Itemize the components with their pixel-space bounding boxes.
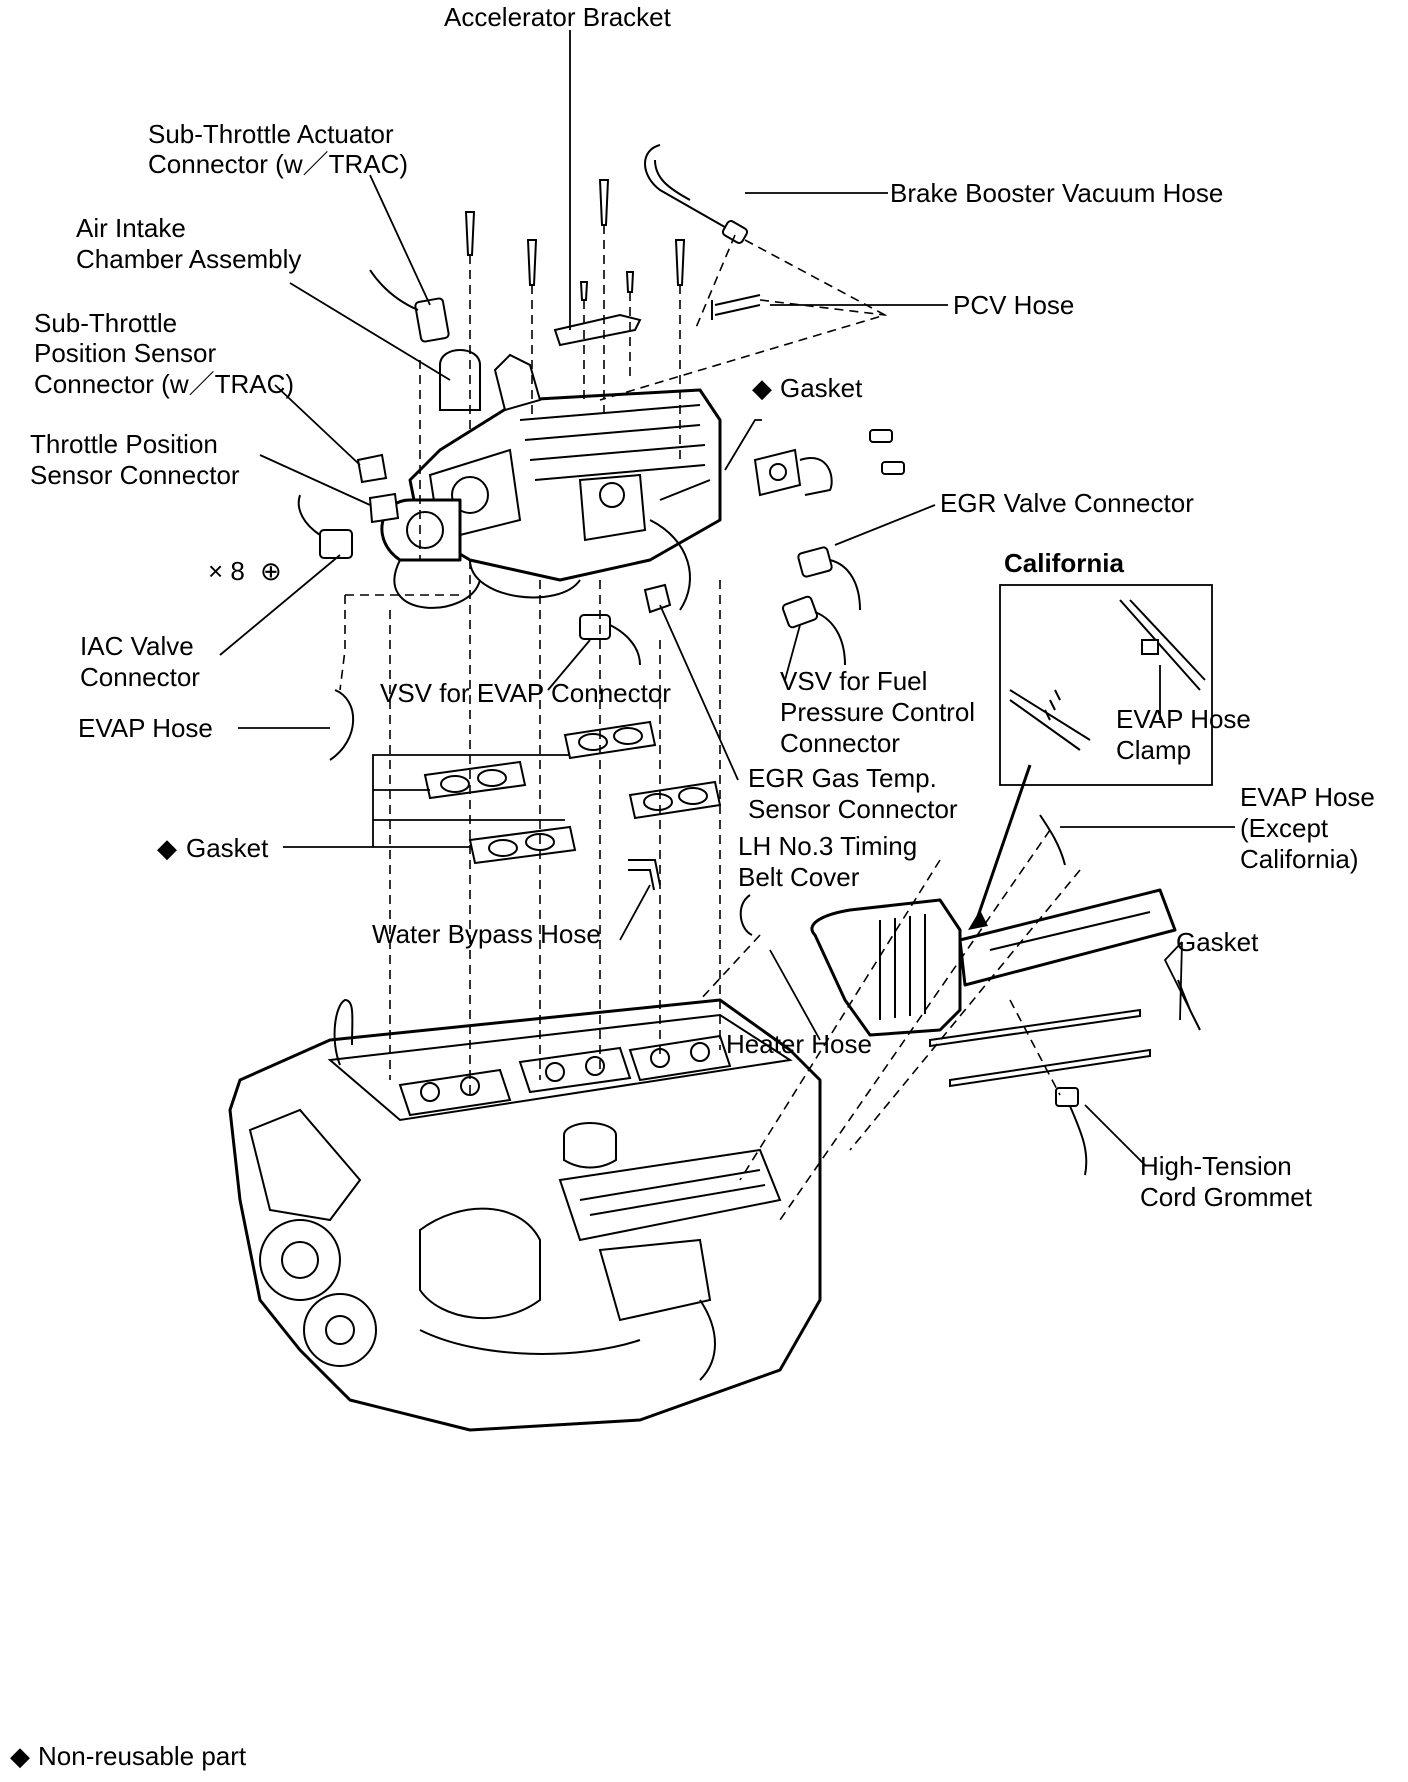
evap-hose-except-part bbox=[1039, 814, 1066, 866]
label-egr-valve-connector: EGR Valve Connector bbox=[940, 488, 1194, 518]
label-evap-hose-clamp-line1: EVAP Hose bbox=[1116, 704, 1251, 734]
heater-hose-part bbox=[739, 894, 753, 936]
california-arrow bbox=[968, 764, 1032, 930]
sub-throttle-position-connector-part bbox=[356, 453, 388, 484]
label-throttle-position-line2: Sensor Connector bbox=[30, 460, 240, 490]
label-lh-timing-line2: Belt Cover bbox=[738, 862, 860, 892]
label-sub-throttle-position-line3: Connector (w／TRAC) bbox=[34, 369, 294, 399]
assembly-dashed-lines bbox=[339, 225, 1081, 1221]
side-gaskets bbox=[929, 979, 1201, 1088]
label-heater-hose: Heater Hose bbox=[726, 1029, 872, 1059]
sub-throttle-actuator-connector-part bbox=[369, 269, 450, 343]
label-evap-hose: EVAP Hose bbox=[78, 713, 213, 743]
label-throttle-position-line1: Throttle Position bbox=[30, 429, 218, 459]
water-bypass-hose-part bbox=[628, 859, 661, 891]
label-vsv-fuel-line1: VSV for Fuel bbox=[780, 666, 927, 696]
label-california: California bbox=[1004, 548, 1124, 578]
accelerator-bracket-part bbox=[553, 313, 642, 347]
label-lh-timing-line1: LH No.3 Timing bbox=[738, 831, 917, 861]
labels: Accelerator Bracket Sub-Throttle Actuato… bbox=[10, 2, 1375, 1771]
label-vsv-fuel-line2: Pressure Control bbox=[780, 697, 975, 727]
label-sub-throttle-position-line2: Position Sensor bbox=[34, 338, 216, 368]
brake-booster-hose-part bbox=[644, 144, 749, 244]
egr-gasket-part bbox=[753, 429, 905, 497]
label-vsv-evap: VSV for EVAP Connector bbox=[380, 678, 671, 708]
label-air-intake-line1: Air Intake bbox=[76, 213, 186, 243]
label-pcv-hose: PCV Hose bbox=[953, 290, 1074, 320]
throttle-position-connector-part bbox=[368, 492, 400, 524]
label-water-bypass-hose: Water Bypass Hose bbox=[372, 919, 601, 949]
label-gasket-left: Gasket bbox=[186, 833, 269, 863]
footnote-marker: ◆ bbox=[10, 1741, 30, 1771]
vsv-evap-connector-part bbox=[579, 614, 641, 666]
egr-valve-connector-part bbox=[797, 546, 861, 611]
label-iac-line2: Connector bbox=[80, 662, 200, 692]
high-tension-grommet-part bbox=[1055, 1087, 1088, 1176]
label-air-intake-line2: Chamber Assembly bbox=[76, 244, 301, 274]
bolt-symbol-icon: ⊕ bbox=[260, 556, 282, 586]
label-gasket-left-marker: ◆ bbox=[157, 833, 177, 863]
label-evap-except-line2: (Except bbox=[1240, 813, 1329, 843]
label-high-tension-line1: High-Tension bbox=[1140, 1151, 1292, 1181]
label-gasket-top-marker: ◆ bbox=[752, 373, 772, 403]
air-intake-chamber bbox=[380, 349, 722, 611]
label-egr-gas-temp-line1: EGR Gas Temp. bbox=[748, 763, 937, 793]
label-sub-throttle-actuator-line2: Connector (w／TRAC) bbox=[148, 149, 408, 179]
leader-lines bbox=[219, 30, 1235, 1166]
vsv-fuel-connector-part bbox=[781, 595, 846, 666]
label-evap-except-line1: EVAP Hose bbox=[1240, 782, 1375, 812]
egr-gas-temp-connector-part bbox=[643, 583, 672, 614]
label-evap-hose-clamp-line2: Clamp bbox=[1116, 735, 1191, 765]
california-inset bbox=[999, 584, 1213, 786]
california-inset-frame bbox=[999, 584, 1213, 786]
engine-block bbox=[228, 998, 822, 1432]
label-sub-throttle-actuator-line1: Sub-Throttle Actuator bbox=[148, 119, 394, 149]
label-vsv-fuel-line3: Connector bbox=[780, 728, 900, 758]
pcv-hose-part bbox=[711, 294, 761, 320]
label-brake-booster-hose: Brake Booster Vacuum Hose bbox=[890, 178, 1223, 208]
label-x8: × 8 bbox=[208, 556, 245, 586]
label-gasket-right: Gasket bbox=[1176, 927, 1259, 957]
lh-timing-belt-cover bbox=[810, 888, 1177, 1037]
evap-hose-part bbox=[329, 689, 355, 761]
label-accelerator-bracket: Accelerator Bracket bbox=[444, 2, 672, 32]
label-evap-except-line3: California) bbox=[1240, 844, 1359, 874]
bolts bbox=[464, 179, 686, 301]
label-gasket-top: Gasket bbox=[780, 373, 863, 403]
label-sub-throttle-position-line1: Sub-Throttle bbox=[34, 308, 177, 338]
footnote-non-reusable: Non-reusable part bbox=[38, 1741, 247, 1771]
label-egr-gas-temp-line2: Sensor Connector bbox=[748, 794, 958, 824]
label-high-tension-line2: Cord Grommet bbox=[1140, 1182, 1313, 1212]
label-iac-line1: IAC Valve bbox=[80, 631, 194, 661]
iac-valve-connector-part bbox=[297, 494, 353, 559]
